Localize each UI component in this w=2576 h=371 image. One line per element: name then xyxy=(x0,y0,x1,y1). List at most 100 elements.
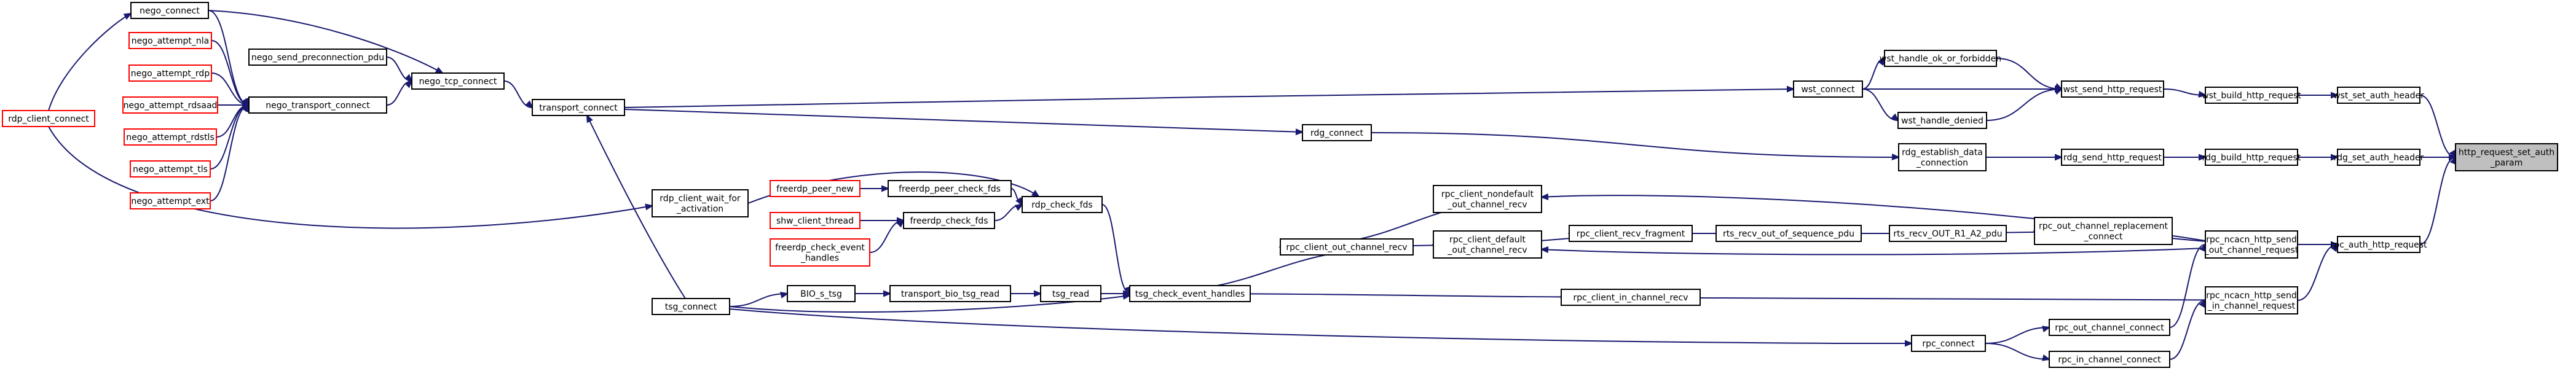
node-box xyxy=(1569,225,1693,242)
edge-wst_connect-to-wst_send_http_request xyxy=(1862,85,2063,93)
node-rpc-connect[interactable]: rpc_connect xyxy=(1911,335,1986,352)
node-box xyxy=(2205,286,2298,314)
arrowhead xyxy=(123,12,133,20)
node-transport-bio-tsg-read[interactable]: transport_bio_tsg_read xyxy=(889,285,1011,302)
node-shw-client-thread[interactable]: shw_client_thread xyxy=(770,212,861,229)
edge-line xyxy=(503,80,533,108)
node-wst-handle-ok-or-forbidden[interactable]: wst_handle_ok_or_forbidden xyxy=(1880,50,2001,67)
node-box xyxy=(2455,143,2558,171)
node-rts-recv-OUT-R1-A2-pdu[interactable]: rts_recv_OUT_R1_A2_pdu xyxy=(1889,225,2007,242)
edge-line xyxy=(2297,244,2338,301)
node-box xyxy=(248,96,387,114)
node-rdp-client-connect[interactable]: rdp_client_connect xyxy=(2,110,95,127)
node-transport-connect[interactable]: transport_connect xyxy=(532,99,625,116)
edge-rpc_in_channel_connect-to-rpc_ncacn_http_send_in_channel_request xyxy=(2169,299,2207,360)
node-rpc-out-channel-replacement-connect[interactable]: rpc_out_channel_replacement_connect xyxy=(2034,217,2173,245)
node-rpc-client-nondefault-out-channel-recv[interactable]: rpc_client_nondefault_out_channel_recv xyxy=(1433,185,1542,213)
node-wst-handle-denied[interactable]: wst_handle_denied xyxy=(1897,112,1987,129)
edge-line xyxy=(2169,244,2206,328)
node-tsg-read[interactable]: tsg_read xyxy=(1040,285,1101,302)
node-rpc-ncacn-http-send-out-channel-request[interactable]: rpc_ncacn_http_send_out_channel_request xyxy=(2204,230,2299,259)
node-wst-set-auth-header[interactable]: wst_set_auth_header xyxy=(2333,87,2424,104)
edge-wst_build_http_request-to-wst_set_auth_header xyxy=(2298,92,2339,99)
edge-rdg_send_http_request-to-rdg_build_http_request xyxy=(2163,154,2207,161)
node-rpc-auth-http-request[interactable]: rpc_auth_http_request xyxy=(2330,236,2427,253)
node-nego-attempt-rdp[interactable]: nego_attempt_rdp xyxy=(128,64,212,82)
node-label: _out_channel_request xyxy=(2204,246,2299,256)
node-nego-connect[interactable]: nego_connect xyxy=(130,2,209,19)
node-nego-tcp-connect[interactable]: nego_tcp_connect xyxy=(411,72,505,90)
node-label: _connect xyxy=(2084,232,2123,242)
node-box xyxy=(787,285,856,302)
node-nego-attempt-rdstls[interactable]: nego_attempt_rdstls xyxy=(124,128,217,146)
node-rdg-build-http-request[interactable]: rdg_build_http_request xyxy=(2202,149,2301,166)
node-freerdp-check-event-handles[interactable]: freerdp_check_event_handles xyxy=(770,238,870,267)
node-rdg-connect[interactable]: rdg_connect xyxy=(1302,124,1372,141)
node-rpc-client-out-channel-recv[interactable]: rpc_client_out_channel_recv xyxy=(1280,238,1414,256)
edge-wst_set_auth_header-to-http_request_set_auth_param xyxy=(2419,95,2457,159)
edge-line xyxy=(869,220,904,253)
arrowhead xyxy=(2198,90,2207,98)
node-label: rpc_client_out_channel_recv xyxy=(1286,243,1407,252)
node-nego-attempt-tls[interactable]: nego_attempt_tls xyxy=(130,160,211,178)
edge-tsg_read-to-tsg_check_event_handles xyxy=(1101,290,1132,297)
node-nego-attempt-rdsaad[interactable]: nego_attempt_rdsaad xyxy=(122,96,218,114)
node-box xyxy=(411,72,505,90)
arrowhead xyxy=(1786,85,1795,93)
edge-line xyxy=(210,104,250,170)
node-box xyxy=(1302,124,1372,141)
node-label: rdp_client_connect xyxy=(8,114,89,124)
node-box xyxy=(2337,87,2420,104)
node-rdp-client-wait-for-activation[interactable]: rdp_client_wait_for_activation xyxy=(652,189,749,217)
edge-line xyxy=(1986,88,2062,121)
node-label: rdg_build_http_request xyxy=(2202,153,2301,163)
edge-line xyxy=(624,88,1794,108)
call-nodes: http_request_set_auth_paramwst_set_auth_… xyxy=(2,2,2558,368)
node-wst-connect[interactable]: wst_connect xyxy=(1793,80,1863,98)
node-label: BIO_s_tsg xyxy=(800,289,842,299)
node-nego-send-preconnection-pdu[interactable]: nego_send_preconnection_pdu xyxy=(248,49,387,66)
node-wst-build-http-request[interactable]: wst_build_http_request xyxy=(2202,87,2301,104)
node-tsg-connect[interactable]: tsg_connect xyxy=(652,298,730,315)
arrowhead xyxy=(1295,128,1304,136)
node-nego-attempt-ext[interactable]: nego_attempt_ext xyxy=(130,192,211,209)
node-rts-recv-out-of-sequence-pdu[interactable]: rts_recv_out_of_sequence_pdu xyxy=(1715,225,1862,242)
node-label: _param xyxy=(2490,158,2523,168)
node-nego-attempt-nla[interactable]: nego_attempt_nla xyxy=(128,32,212,49)
node-box xyxy=(2205,149,2298,166)
node-rpc-out-channel-connect[interactable]: rpc_out_channel_connect xyxy=(2049,319,2170,336)
arrowhead xyxy=(1904,340,1913,347)
node-tsg-check-event-handles[interactable]: tsg_check_event_handles xyxy=(1129,285,1251,302)
node-rpc-in-channel-connect[interactable]: rpc_in_channel_connect xyxy=(2049,351,2170,368)
node-rdg-set-auth-header[interactable]: rdg_set_auth_header xyxy=(2334,149,2424,166)
node-rdg-send-http-request[interactable]: rdg_send_http_request xyxy=(2061,149,2164,166)
node-box xyxy=(1889,225,2007,242)
node-label: rdg_send_http_request xyxy=(2063,153,2162,163)
node-BIO-s-tsg[interactable]: BIO_s_tsg xyxy=(787,285,856,302)
node-rdp-check-fds[interactable]: rdp_check_fds xyxy=(1022,196,1103,213)
node-rpc-client-default-out-channel-recv[interactable]: rpc_client_default_out_channel_recv xyxy=(1433,230,1542,259)
node-freerdp-check-fds[interactable]: freerdp_check_fds xyxy=(903,212,995,229)
node-rpc-client-recv-fragment[interactable]: rpc_client_recv_fragment xyxy=(1569,225,1693,242)
edge-line xyxy=(2419,95,2456,158)
edge-transport_connect-to-wst_connect xyxy=(624,85,1795,108)
edge-line xyxy=(1985,327,2050,344)
node-wst-send-http-request[interactable]: wst_send_http_request xyxy=(2061,80,2164,98)
node-nego-transport-connect[interactable]: nego_transport_connect xyxy=(248,96,387,114)
node-freerdp-peer-new[interactable]: freerdp_peer_new xyxy=(770,180,861,197)
node-rdg-establish-data-connection[interactable]: rdg_establish_data_connection xyxy=(1898,143,1987,171)
node-freerdp-peer-check-fds[interactable]: freerdp_peer_check_fds xyxy=(888,180,1012,197)
node-label: rpc_out_channel_connect xyxy=(2055,323,2164,333)
node-rpc-ncacn-http-send-in-channel-request[interactable]: rpc_ncacn_http_send_in_channel_request xyxy=(2205,286,2298,314)
node-label: wst_handle_denied xyxy=(1901,116,1983,126)
node-label: transport_bio_tsg_read xyxy=(901,289,999,299)
node-box xyxy=(2205,230,2298,259)
node-box xyxy=(248,49,387,66)
edge-line xyxy=(2419,157,2456,245)
node-label: wst_set_auth_header xyxy=(2333,91,2424,101)
node-label: nego_attempt_nla xyxy=(132,36,209,46)
node-rpc-client-in-channel-recv[interactable]: rpc_client_in_channel_recv xyxy=(1561,289,1701,306)
node-label: _in_channel_request xyxy=(2207,302,2296,311)
node-box xyxy=(1040,285,1101,302)
